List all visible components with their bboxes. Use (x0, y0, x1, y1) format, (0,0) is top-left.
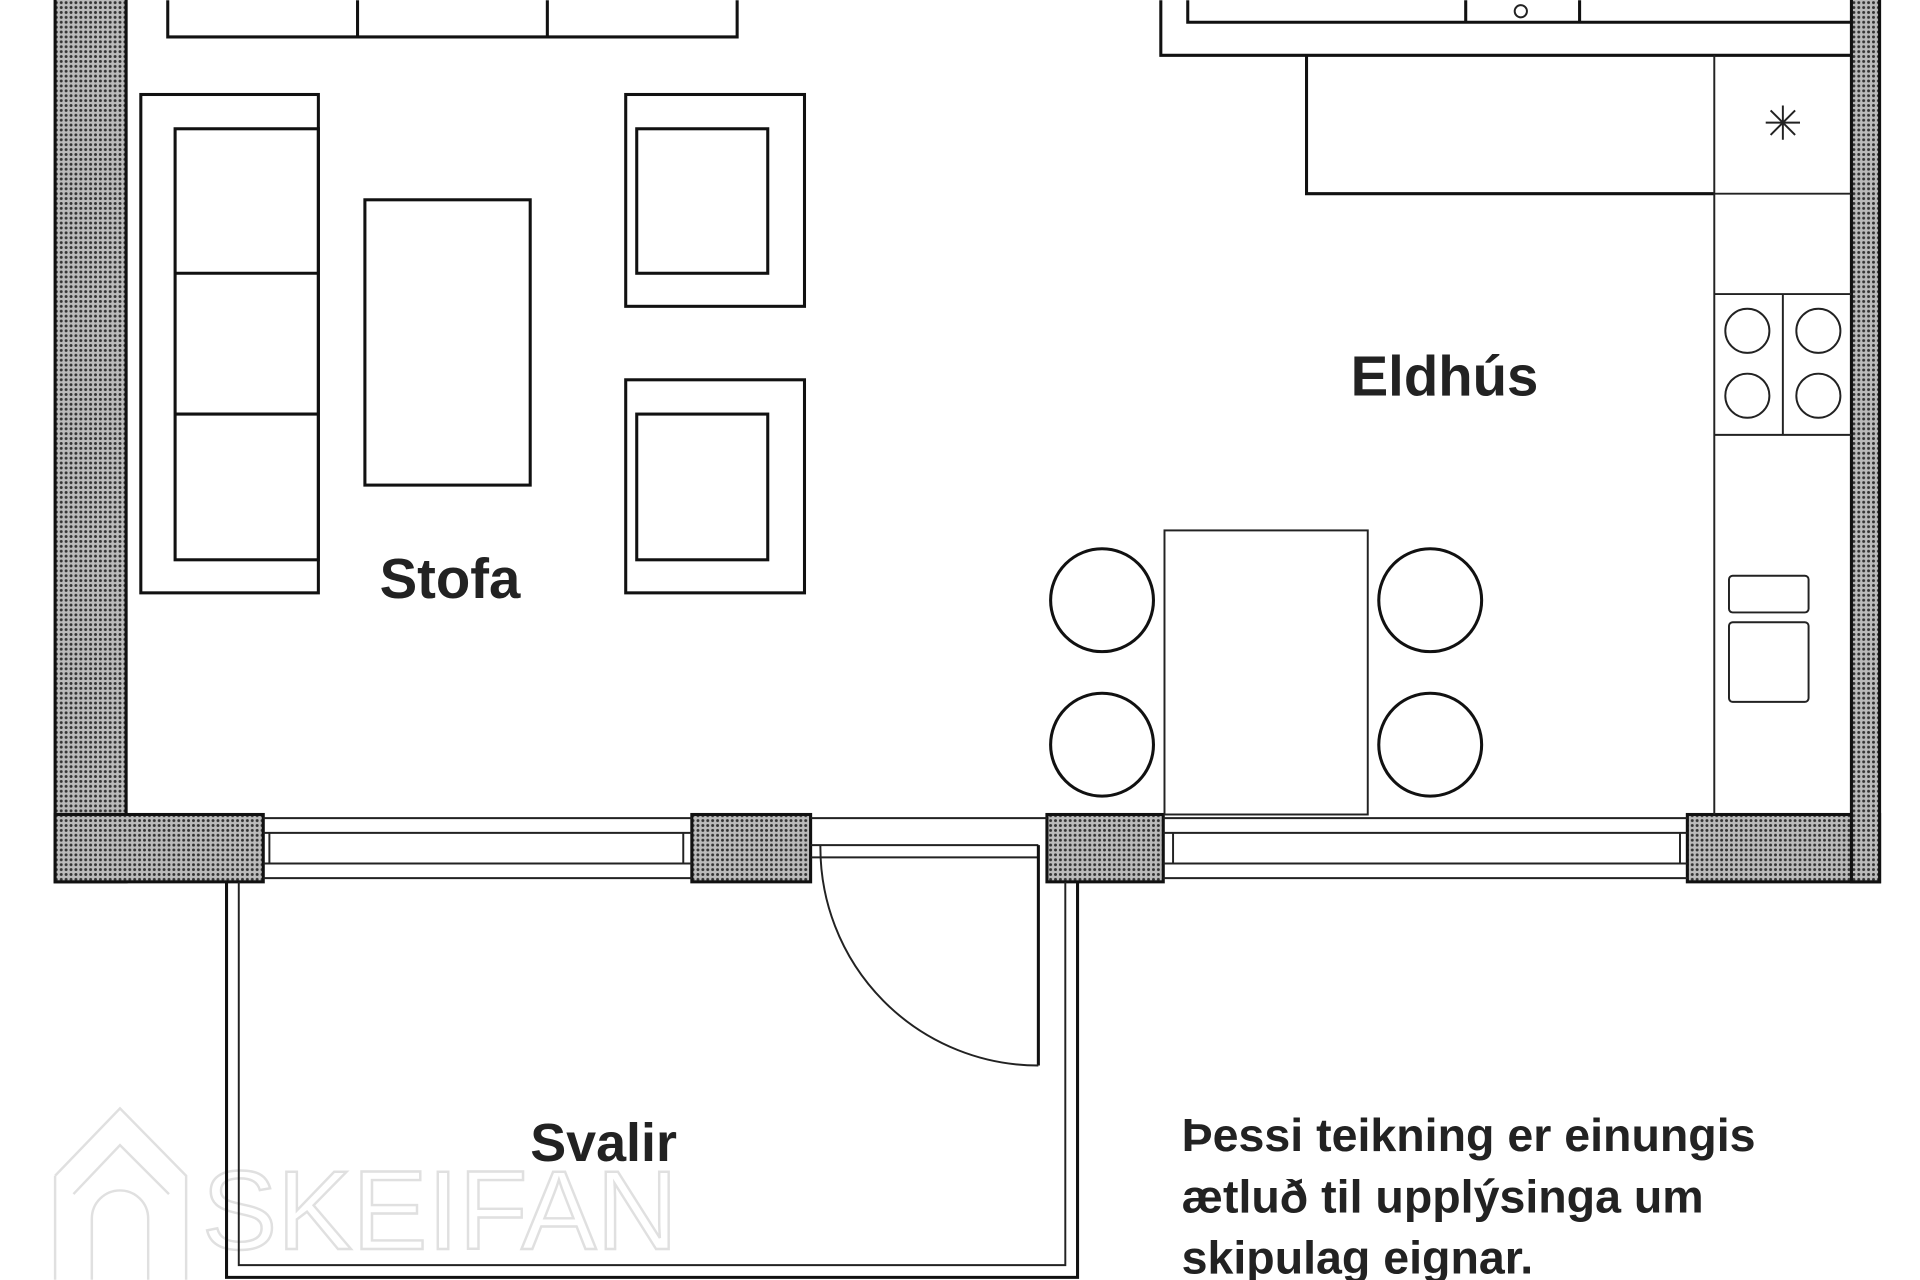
dining-set (1049, 529, 1484, 816)
chair (1049, 547, 1484, 798)
room-label-kitchen: Eldhús (1351, 345, 1539, 408)
room-label-living: Stofa (380, 547, 521, 610)
armchair (624, 92, 807, 308)
balcony-outline (225, 881, 1080, 1279)
disclaimer-line: skipulag eignar. (1182, 1232, 1534, 1280)
windows (263, 817, 1688, 880)
disclaimer-line: Þessi teikning er einungis (1182, 1109, 1756, 1161)
disclaimer-line: ætluð til upplýsinga um (1182, 1170, 1704, 1222)
appliance-icon (1728, 574, 1810, 703)
watermark-text: SKEIFAN (202, 1147, 678, 1273)
kitchen-counter-top (1159, 0, 1852, 57)
armchair (624, 378, 807, 595)
disclaimer-note: Þessi teikning er einungis ætluð til upp… (1182, 1109, 1756, 1280)
sofa (139, 92, 320, 595)
sink-icon (1513, 4, 1528, 19)
dining-table (1163, 529, 1369, 816)
coffee-table (363, 198, 532, 487)
asterisk-icon (1765, 105, 1800, 140)
balcony-door (819, 845, 1040, 1067)
stove-icon (1724, 307, 1842, 419)
exterior-walls (53, 0, 1882, 884)
top-cabinet (166, 0, 739, 39)
watermark-logo: SKEIFAN (53, 1106, 679, 1280)
kitchen-island (1305, 55, 1715, 196)
room-label-balcony: Svalir (530, 1113, 677, 1173)
kitchen-counter-side (1713, 55, 1852, 815)
